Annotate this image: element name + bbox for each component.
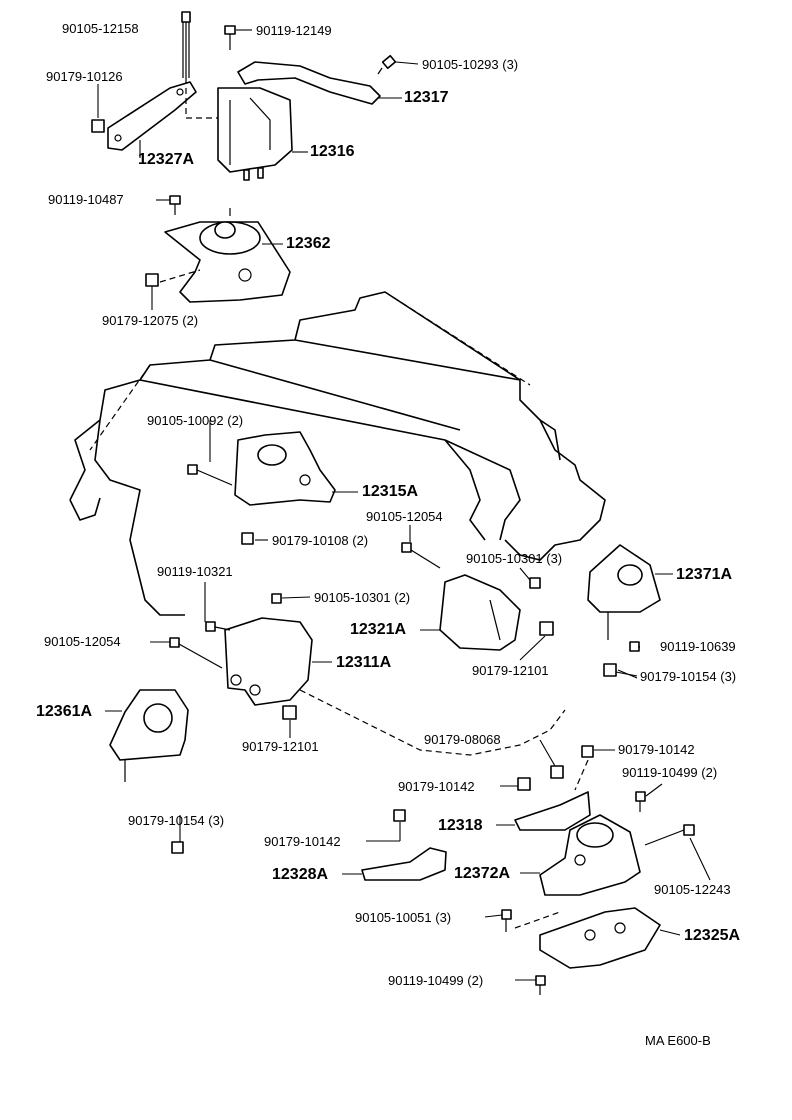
- label-90119-10321: 90119-10321: [157, 564, 233, 579]
- label-90105-10051: 90105-10051 (3): [355, 910, 452, 925]
- bolt-90105-10301-b: [271, 593, 282, 604]
- bracket-12327A: [107, 81, 197, 151]
- bolt-90119-12149: [224, 25, 236, 50]
- dashed-leader-mid: [574, 759, 589, 791]
- label-12317: 12317: [404, 89, 449, 106]
- bolt-90119-10321: [205, 621, 231, 632]
- nut-90179-10142-c: [393, 809, 406, 822]
- label-90105-12243: 90105-12243: [654, 882, 731, 897]
- label-12362: 12362: [286, 235, 331, 252]
- label-90179-10142-a: 90179-10142: [618, 742, 695, 757]
- bolt-90105-12054-b: [169, 637, 223, 669]
- label-90119-12149: 90119-12149: [256, 23, 332, 38]
- label-90119-10639: 90119-10639: [660, 639, 736, 654]
- nut-90179-12101-a: [539, 621, 554, 636]
- bolt-90119-10499-b: [535, 975, 546, 995]
- bracket-12311A: [224, 617, 313, 706]
- label-90105-10092: 90105-10092 (2): [147, 413, 244, 428]
- bolt-90105-12054-a: [401, 542, 441, 569]
- mount-12362: [164, 208, 291, 303]
- label-90179-10154-a: 90179-10154 (3): [640, 669, 737, 684]
- bolt-90105-10092: [187, 464, 233, 486]
- engine-outline: [69, 291, 606, 756]
- label-12321A: 12321A: [350, 621, 407, 638]
- nut-90179-10154-a: [603, 663, 617, 677]
- bolt-90105-12243: [644, 824, 695, 846]
- label-90179-12075: 90179-12075 (2): [102, 313, 199, 328]
- label-90179-10142-b: 90179-10142: [398, 779, 475, 794]
- nut-90179-10108: [241, 532, 254, 545]
- label-12372A: 12372A: [454, 865, 511, 882]
- mount-12372A: [539, 814, 641, 896]
- dashed-leader-12362: [159, 269, 201, 283]
- nut-90179-12075: [145, 273, 159, 287]
- nut-90179-10142-b: [517, 777, 531, 791]
- label-90105-10301-b: 90105-10301 (2): [314, 590, 411, 605]
- nut-90179-10142-a: [581, 745, 594, 758]
- label-90119-10499-a: 90119-10499 (2): [622, 765, 718, 780]
- dashed-leader-top: [185, 78, 218, 119]
- bracket-12318: [514, 791, 591, 831]
- bracket-12325A: [539, 907, 661, 969]
- label-90179-10154-b: 90179-10154 (3): [128, 813, 225, 828]
- bracket-12328A: [361, 847, 447, 881]
- bolt-90119-10499-a: [635, 791, 646, 812]
- label-12327A: 12327A: [138, 151, 195, 168]
- label-90105-12054-a: 90105-12054: [366, 509, 443, 524]
- label-90105-12054-b: 90105-12054: [44, 634, 121, 649]
- bracket-12315A: [234, 431, 336, 506]
- label-12315A: 12315A: [362, 483, 419, 500]
- label-12318: 12318: [438, 817, 483, 834]
- label-90105-12158: 90105-12158: [62, 21, 139, 36]
- label-12311A: 12311A: [336, 654, 392, 671]
- label-12325A: 12325A: [684, 927, 741, 944]
- nut-90179-12101-b: [282, 705, 297, 720]
- label-90105-10293: 90105-10293 (3): [422, 57, 519, 72]
- label-90119-10499-b: 90119-10499 (2): [388, 973, 484, 988]
- bolt-90105-10051: [501, 909, 512, 932]
- label-90179-12101-b: 90179-12101: [242, 739, 319, 754]
- leader-lines: [97, 29, 711, 981]
- label-12371A: 12371A: [676, 566, 733, 583]
- label-12361A: 12361A: [36, 703, 93, 720]
- dashed-leader-bottom: [514, 911, 561, 929]
- label-12328A: 12328A: [272, 866, 329, 883]
- bolt-90105-10293: [377, 54, 397, 75]
- bracket-12316: [217, 87, 293, 181]
- mount-12361A: [109, 689, 189, 782]
- mount-12371A: [587, 544, 661, 640]
- label-90179-10108: 90179-10108 (2): [272, 533, 369, 548]
- nut-90179-08068: [550, 765, 564, 779]
- label-90179-10126: 90179-10126: [46, 69, 123, 84]
- nut-90179-10154-b: [171, 841, 184, 854]
- footer-code: MA E600-B: [645, 1033, 711, 1048]
- bracket-12317: [237, 61, 381, 105]
- label-90179-12101-a: 90179-12101: [472, 663, 549, 678]
- nut-90179-10126: [91, 119, 105, 133]
- bolt-90119-10487: [169, 195, 181, 215]
- label-90105-10301-a: 90105-10301 (3): [466, 551, 563, 566]
- label-90119-10487: 90119-10487: [48, 192, 124, 207]
- bolt-90105-10301-a: [529, 577, 541, 589]
- bracket-12321A: [439, 574, 521, 651]
- bolt-90105-12158: [181, 11, 191, 78]
- label-90179-08068: 90179-08068: [424, 732, 501, 747]
- bolt-90119-10639: [629, 641, 640, 652]
- label-90179-10142-c: 90179-10142: [264, 834, 341, 849]
- label-12316: 12316: [310, 143, 355, 160]
